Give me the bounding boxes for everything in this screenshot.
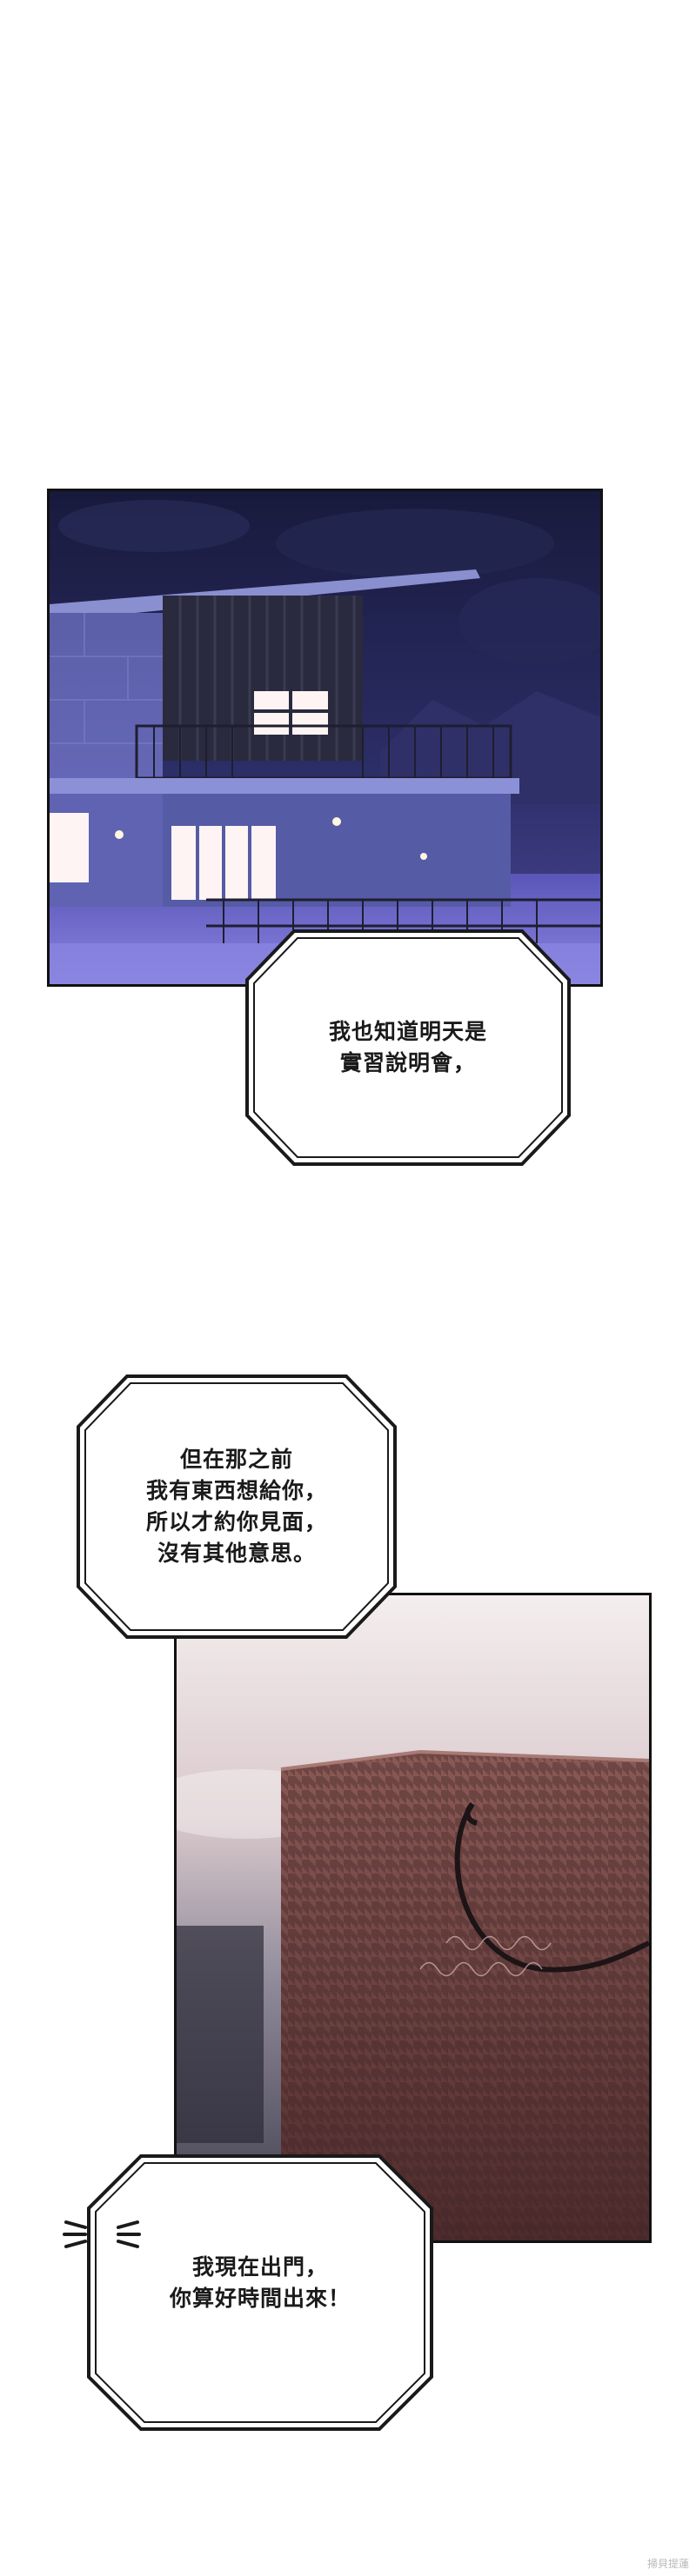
- vibration-marks-icon: [63, 2220, 141, 2248]
- bubble-2-line-3: 所以才約你見面，: [145, 1509, 327, 1534]
- gift-bag-illustration: [177, 1595, 649, 2240]
- panel-gift-bag: [174, 1593, 652, 2243]
- speech-bubble-3: 我現在出門， 你算好時間出來！: [84, 2151, 437, 2434]
- bubble-octagon-shape: [87, 2154, 433, 2431]
- bubble-octagon-shape: [245, 929, 571, 1166]
- watermark: 掃貝提蓮: [646, 2558, 689, 2570]
- bubble-1-line-2: 實習說明會，: [339, 1050, 476, 1075]
- bubble-3-line-2: 你算好時間出來！: [169, 2286, 351, 2311]
- bubble-2-line-2: 我有東西想給你，: [145, 1478, 327, 1503]
- bubble-2-line-1: 但在那之前: [179, 1447, 293, 1472]
- bubble-2-line-4: 沒有其他意思。: [157, 1541, 316, 1566]
- panel-house-night: [47, 489, 603, 987]
- bubble-1-line-1: 我也知道明天是: [328, 1019, 487, 1044]
- speech-bubble-1: 我也知道明天是 實習說明會，: [242, 926, 574, 1169]
- house-night-illustration: [50, 491, 600, 984]
- bubble-3-line-1: 我現在出門，: [191, 2254, 328, 2280]
- bubble-octagon-shape: [77, 1375, 397, 1639]
- speech-bubble-2: 但在那之前 我有東西想給你， 所以才約你見面， 沒有其他意思。: [73, 1371, 400, 1642]
